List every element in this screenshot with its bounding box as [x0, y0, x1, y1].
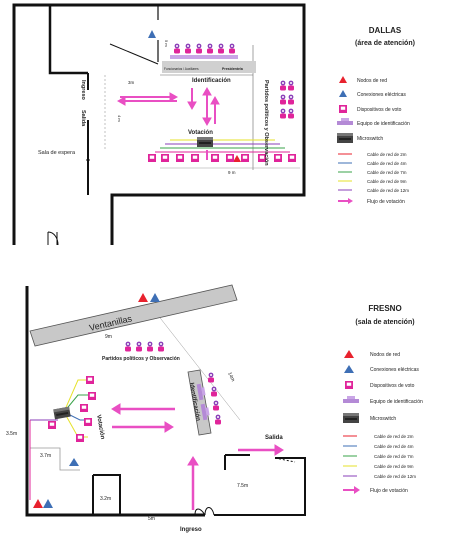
- fresno-dim-9m: 9m: [105, 334, 112, 340]
- fresno-dim-5m: 5m: [148, 516, 155, 522]
- svg-text:Cable de red de 2m: Cable de red de 2m: [374, 434, 414, 439]
- fresno-parties-area: [125, 341, 164, 352]
- dallas-identification-area: [162, 43, 256, 73]
- svg-text:Cable de red de 4m: Cable de red de 4m: [367, 161, 407, 166]
- svg-text:Equipo de identificación: Equipo de identificación: [357, 121, 410, 127]
- svg-text:Cable de red de 7m: Cable de red de 7m: [367, 170, 407, 175]
- fresno-entrance-label: Ingreso: [180, 527, 202, 533]
- fresno-dim-37: 3.7m: [40, 453, 51, 459]
- legend-network-node-icon: [344, 350, 354, 358]
- fresno-parties-label: Partidos políticos y Observación: [102, 356, 180, 362]
- dallas-dim-5m: 5 m: [164, 40, 169, 47]
- svg-text:Conexiones eléctricas: Conexiones eléctricas: [370, 367, 419, 373]
- svg-text:Cable de red de 7m: Cable de red de 7m: [374, 454, 414, 459]
- svg-text:Flujo de votación: Flujo de votación: [367, 199, 405, 205]
- fresno-dim-75: 7.5m: [237, 483, 248, 489]
- svg-text:Cable de red de 2m: Cable de red de 2m: [367, 152, 407, 157]
- dallas-parties-area: [280, 80, 294, 119]
- dallas-legend: Nodos de red Conexiones eléctricas Dispo…: [337, 76, 410, 205]
- svg-text:Dispositivos de voto: Dispositivos de voto: [370, 383, 415, 389]
- svg-text:Dispositivos de voto: Dispositivos de voto: [357, 107, 402, 113]
- dallas-outer-wall: [12, 3, 306, 245]
- svg-text:Nodos de red: Nodos de red: [357, 78, 387, 84]
- fresno-windows-counter: Ventanillas: [29, 284, 238, 347]
- fresno-plan: Ventanillas 9m 14m Partidos políticos y …: [6, 284, 423, 533]
- dallas-president-label: Presidente/a: [222, 67, 243, 71]
- dallas-dim-4m: 4 m: [117, 115, 122, 122]
- dallas-plan: 5 m 3m 4 m 9 m Ingreso Salida Sala de es…: [12, 3, 415, 246]
- svg-text:Equipo de identificación: Equipo de identificación: [370, 399, 423, 405]
- fresno-voting-devices: [29, 376, 96, 500]
- svg-text:Microswitch: Microswitch: [370, 416, 396, 422]
- legend-voting-device-icon: [339, 105, 347, 113]
- legend-microswitch-icon: [343, 413, 359, 423]
- dallas-electric-connection-icon: [148, 30, 156, 38]
- legend-id-equipment-icon: [337, 118, 353, 125]
- svg-text:Flujo de votación: Flujo de votación: [370, 488, 408, 494]
- fresno-identification-area: [187, 369, 221, 436]
- fresno-exit-label: Salida: [265, 435, 283, 441]
- dallas-salida-label: Salida: [80, 110, 86, 127]
- svg-text:Nodos de red: Nodos de red: [370, 352, 400, 358]
- svg-text:Microswitch: Microswitch: [357, 136, 383, 142]
- dallas-dim-3m: 3m: [128, 80, 135, 85]
- fresno-voting-label: Votación: [95, 414, 105, 440]
- fresno-outer-wall: [25, 286, 205, 517]
- fresno-electric-connection-icon: [150, 293, 160, 302]
- svg-text:Conexiones eléctricas: Conexiones eléctricas: [357, 92, 406, 98]
- dallas-voting-label: Votación: [188, 130, 213, 136]
- fresno-dim-35: 3.5m: [6, 431, 17, 437]
- fresno-subtitle: (sala de atención): [355, 319, 414, 326]
- dallas-inner-wall-top: [48, 5, 88, 75]
- dallas-door: [47, 231, 59, 246]
- svg-text:Cable de red de 12m: Cable de red de 12m: [374, 474, 416, 479]
- legend-electric-connection-icon: [339, 90, 347, 97]
- dallas-officials-label: Funcionarios / Auxiliares: [164, 67, 199, 71]
- svg-text:Cable de red de 9m: Cable de red de 9m: [374, 464, 414, 469]
- fresno-flow-arrows: [111, 403, 284, 510]
- fresno-network-node-icon: [138, 293, 148, 302]
- dallas-dim-bottom: 9 m: [228, 170, 236, 175]
- fresno-network-node-icon-2: [33, 499, 43, 508]
- legend-electric-connection-icon: [344, 365, 354, 373]
- dallas-network-node-icon: [233, 155, 241, 162]
- dallas-title: DALLAS: [369, 26, 402, 35]
- dallas-voting-devices: [148, 137, 296, 162]
- dallas-identification-label: Identificación: [192, 78, 231, 84]
- dallas-flow-arrows: [116, 86, 220, 160]
- svg-text:Cable de red de 9m: Cable de red de 9m: [367, 179, 407, 184]
- svg-text:Cable de red de 4m: Cable de red de 4m: [374, 444, 414, 449]
- dallas-subtitle: (área de atención): [355, 40, 415, 47]
- legend-microswitch-icon: [337, 133, 353, 143]
- fresno-dim-32: 3.2m: [100, 496, 111, 502]
- fresno-electric-connection-icon-3: [43, 499, 53, 508]
- legend-id-equipment-icon: [343, 396, 359, 403]
- fresno-dim-14m: 14m: [226, 371, 236, 382]
- fresno-inner-room: [92, 474, 121, 515]
- fresno-electric-connection-icon-2: [69, 458, 79, 466]
- dallas-parties-label: Partidos políticos y Observación: [263, 80, 269, 166]
- fresno-legend: Nodos de red Conexiones eléctricas Dispo…: [343, 350, 423, 494]
- svg-text:Cable de red de 12m: Cable de red de 12m: [367, 188, 409, 193]
- dallas-ingreso-label: Ingreso: [80, 80, 86, 101]
- legend-voting-device-icon: [345, 381, 353, 389]
- dallas-waiting-room-label: Sala de espera: [38, 150, 76, 156]
- fresno-title: FRESNO: [368, 304, 401, 313]
- legend-network-node-icon: [339, 76, 347, 83]
